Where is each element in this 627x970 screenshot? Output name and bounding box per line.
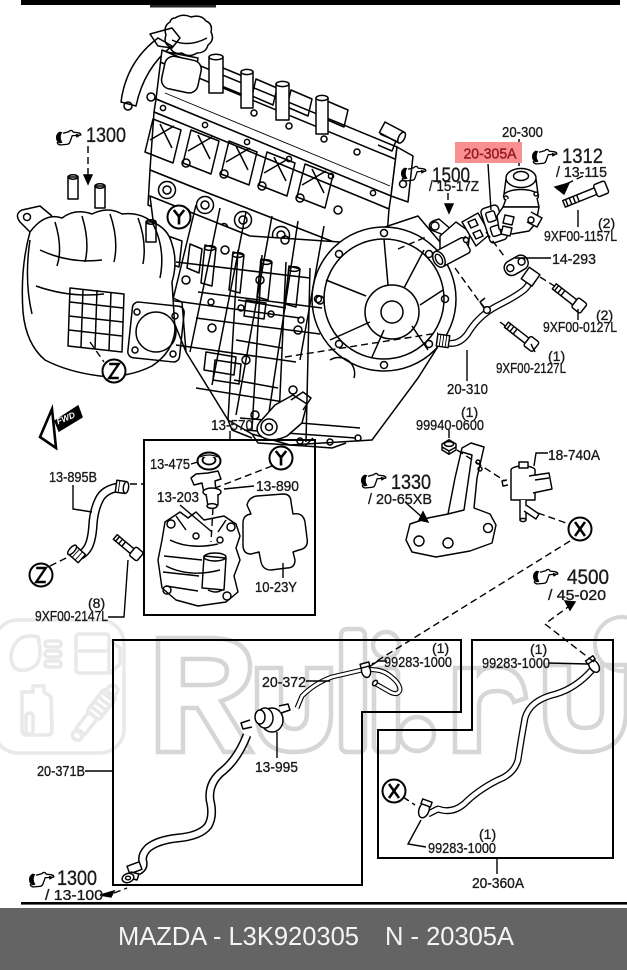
svg-text:99940-0600: 99940-0600 — [416, 417, 484, 434]
svg-text:1300: 1300 — [86, 124, 126, 147]
svg-text:(1): (1) — [461, 404, 478, 420]
svg-text:1300: 1300 — [57, 867, 97, 890]
svg-text:4500: 4500 — [567, 566, 609, 589]
svg-text:1330: 1330 — [391, 471, 431, 494]
svg-text:14-293: 14-293 — [552, 251, 596, 268]
svg-text:18-740A: 18-740A — [548, 447, 600, 464]
svg-text:(2): (2) — [596, 307, 613, 323]
svg-text:(1): (1) — [479, 826, 496, 842]
svg-text:13-895B: 13-895B — [49, 469, 97, 486]
svg-text:20-360A: 20-360A — [472, 875, 524, 892]
svg-text:9XF00-1157L: 9XF00-1157L — [544, 228, 617, 245]
svg-text:99283-1000: 99283-1000 — [384, 654, 452, 671]
svg-text:/ 20-65XB: / 20-65XB — [368, 491, 432, 508]
svg-text:/ 45-020: / 45-020 — [548, 587, 606, 604]
svg-text:20-300: 20-300 — [502, 124, 543, 141]
svg-text:1500: 1500 — [432, 164, 470, 187]
svg-text:/ 15-17Z: / 15-17Z — [429, 178, 479, 195]
svg-text:(2): (2) — [598, 215, 615, 231]
svg-text:20-305A: 20-305A — [464, 147, 517, 163]
svg-text:/ 13-115: / 13-115 — [556, 164, 607, 181]
svg-text:13-995: 13-995 — [255, 759, 298, 776]
svg-text:13-475: 13-475 — [150, 456, 190, 473]
svg-text:/ 13-100: / 13-100 — [45, 887, 103, 904]
svg-text:(1): (1) — [530, 641, 547, 657]
svg-text:9XF00-0127L: 9XF00-0127L — [543, 319, 617, 336]
svg-text:(1): (1) — [432, 640, 449, 656]
svg-text:1312: 1312 — [562, 145, 603, 168]
svg-text:20-310: 20-310 — [447, 381, 488, 398]
svg-text:(8): (8) — [88, 595, 105, 611]
svg-text:9XF00-2147L: 9XF00-2147L — [35, 608, 108, 625]
svg-text:13-570: 13-570 — [211, 417, 253, 434]
svg-text:20-371B: 20-371B — [37, 763, 85, 780]
svg-text:20-372: 20-372 — [262, 674, 306, 691]
svg-text:13-203: 13-203 — [157, 489, 199, 506]
svg-text:99283-1000: 99283-1000 — [482, 655, 550, 672]
svg-text:10-23Y: 10-23Y — [255, 579, 297, 596]
svg-text:99283-1000: 99283-1000 — [428, 840, 496, 857]
svg-text:13-890: 13-890 — [256, 478, 299, 495]
svg-text:MAZDA - L3K920305: MAZDA - L3K920305 — [118, 923, 359, 951]
svg-text:(1): (1) — [548, 348, 565, 364]
svg-text:9XF00-2127L: 9XF00-2127L — [496, 360, 566, 377]
svg-text:N - 20305A: N - 20305A — [385, 923, 514, 951]
